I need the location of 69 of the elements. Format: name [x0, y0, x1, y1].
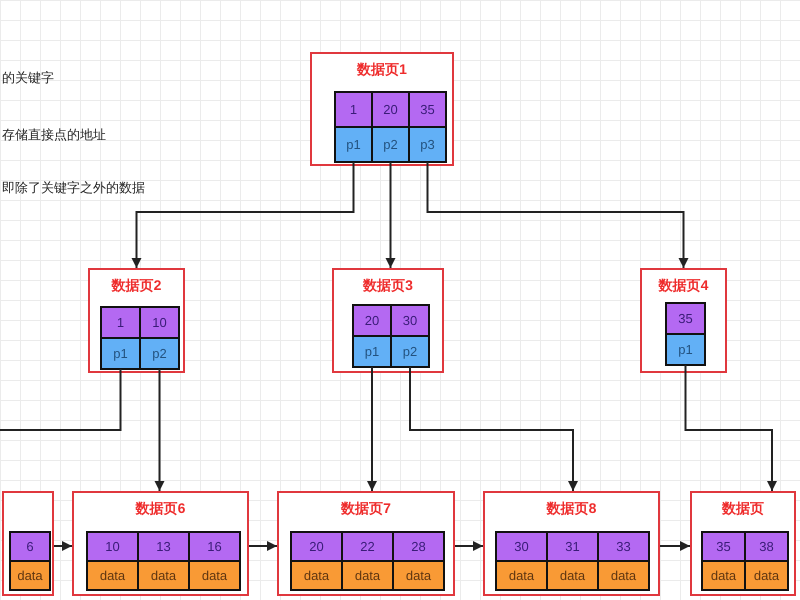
- arrow: [132, 162, 354, 268]
- page-title: 数据页4: [658, 277, 708, 294]
- arrow: [154, 369, 164, 491]
- page-box: [88, 268, 185, 373]
- key-cell: 38: [744, 531, 789, 562]
- data-cell: data: [597, 560, 650, 591]
- key-cell: 20: [290, 531, 343, 562]
- arrow: [684, 365, 777, 491]
- arrow: [249, 541, 277, 551]
- page-title: 数据页1: [357, 61, 407, 78]
- key-cell: 30: [390, 304, 430, 337]
- data-cell: data: [341, 560, 394, 591]
- pointer-cell: p2: [139, 337, 180, 370]
- data-cell: data: [9, 560, 51, 591]
- page-title: 数据页7: [341, 500, 391, 517]
- page-box: [332, 268, 444, 373]
- arrow: [455, 541, 483, 551]
- key-cell: 35: [408, 91, 447, 128]
- data-cell: data: [701, 560, 746, 591]
- note-text: 存储直接点的地址: [2, 127, 106, 143]
- page-box: [690, 491, 796, 596]
- data-cell: data: [744, 560, 789, 591]
- pointer-cell: p3: [408, 126, 447, 163]
- data-cell: data: [546, 560, 599, 591]
- key-cell: 22: [341, 531, 394, 562]
- arrow: [409, 367, 578, 491]
- key-cell: 31: [546, 531, 599, 562]
- data-cell: data: [137, 560, 190, 591]
- arrow: [54, 541, 72, 551]
- key-cell: 13: [137, 531, 190, 562]
- data-cell: data: [188, 560, 241, 591]
- note-text: 的关键字: [2, 70, 54, 86]
- pointer-cell: p1: [665, 333, 706, 366]
- page-box: [640, 268, 727, 373]
- connector-line: [0, 369, 122, 431]
- arrow: [426, 162, 688, 268]
- page-title: 数据页: [722, 500, 764, 517]
- page-title: 数据页6: [136, 500, 186, 517]
- page-box: [310, 52, 454, 166]
- data-cell: data: [495, 560, 548, 591]
- page-title: 数据页8: [546, 500, 596, 517]
- note-text: 即除了关键字之外的数据: [2, 180, 145, 196]
- page-title: 数据页3: [363, 277, 413, 294]
- arrow: [660, 541, 690, 551]
- key-cell: 30: [495, 531, 548, 562]
- key-cell: 28: [392, 531, 445, 562]
- pointer-cell: p2: [371, 126, 410, 163]
- arrow: [367, 367, 377, 491]
- key-cell: 35: [665, 302, 706, 335]
- data-cell: data: [86, 560, 139, 591]
- data-cell: data: [392, 560, 445, 591]
- key-cell: 16: [188, 531, 241, 562]
- key-cell: 20: [371, 91, 410, 128]
- key-cell: 6: [9, 531, 51, 562]
- data-cell: data: [290, 560, 343, 591]
- key-cell: 10: [86, 531, 139, 562]
- page-title: 数据页2: [112, 277, 162, 294]
- key-cell: 33: [597, 531, 650, 562]
- key-cell: 10: [139, 306, 180, 339]
- pointer-cell: p1: [334, 126, 373, 163]
- page-box: [483, 491, 660, 596]
- page-box: [277, 491, 455, 596]
- pointer-cell: p2: [390, 335, 430, 368]
- page-box: [2, 491, 54, 596]
- key-cell: 1: [334, 91, 373, 128]
- page-box: [72, 491, 249, 596]
- pointer-cell: p1: [352, 335, 392, 368]
- pointer-cell: p1: [100, 337, 141, 370]
- arrow: [386, 162, 396, 268]
